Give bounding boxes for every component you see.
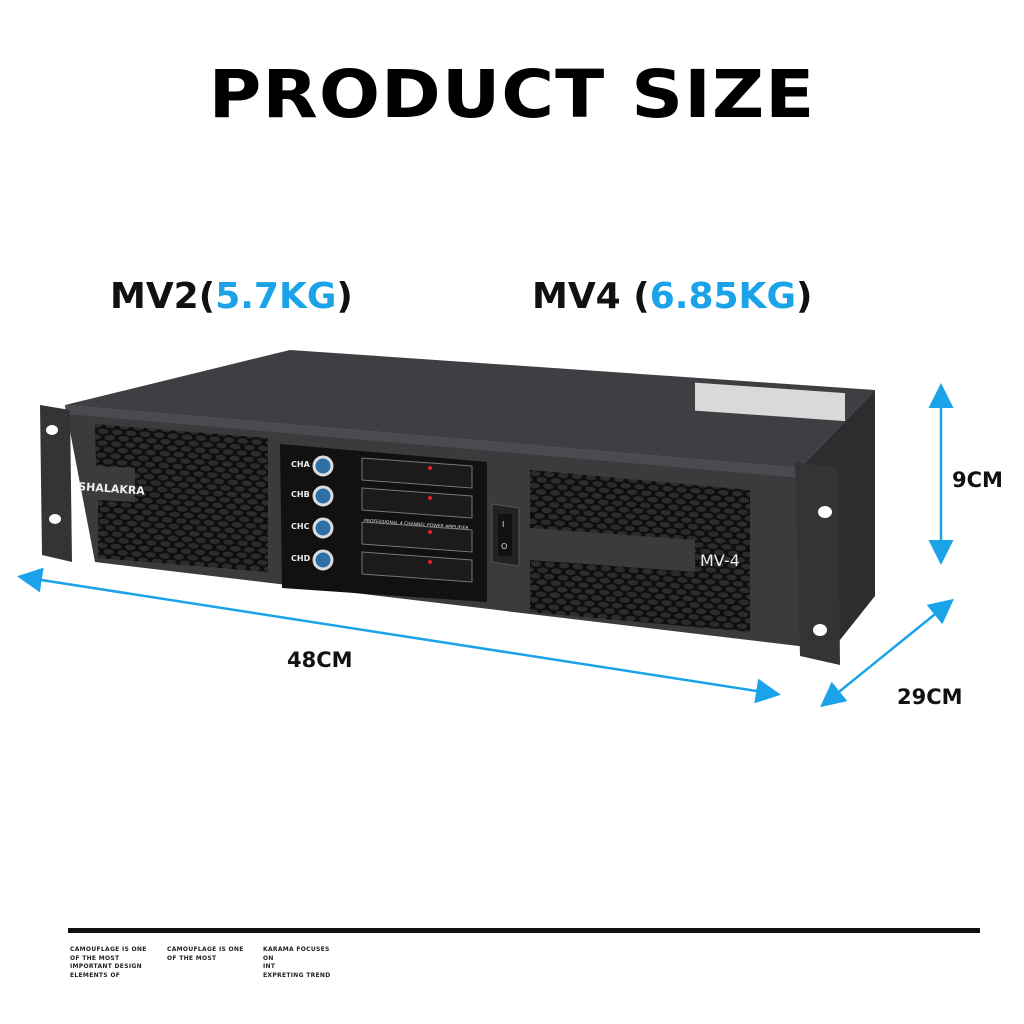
weight-value: 6.85KG [649,276,797,317]
weight-mv2: MV2(5.7KG) [110,276,353,317]
channel-label: CHD [291,554,311,563]
page-title: PRODUCT SIZE [208,55,816,133]
svg-text:O: O [501,542,507,551]
vent-grille-left [95,424,268,572]
weight-value: 5.7KG [215,276,337,317]
channel-label: CHA [291,460,311,469]
power-switch[interactable]: I O [491,503,520,567]
depth-label: 29CM [897,685,963,709]
knob-chd [312,549,334,571]
volume-knobs [312,455,334,571]
channel-label: CHB [291,490,310,499]
footer-rule [68,928,980,933]
width-arrow [17,567,781,704]
sticker-label [695,382,845,422]
width-label: 48CM [287,648,353,672]
knob-chb [312,485,334,507]
brand-logo: SHALAKRA [78,480,146,498]
model-label: MV-4 [700,551,740,570]
channel-label: CHC [291,522,310,531]
knob-cha [312,455,334,477]
chassis-top [65,350,875,468]
rack-ear-left [40,405,72,562]
depth-arrow [820,598,954,708]
knob-chc [312,517,334,539]
weight-mv4: MV4 (6.85KG) [532,276,813,317]
height-label: 9CM [952,468,1003,492]
svg-text:I: I [502,520,504,529]
